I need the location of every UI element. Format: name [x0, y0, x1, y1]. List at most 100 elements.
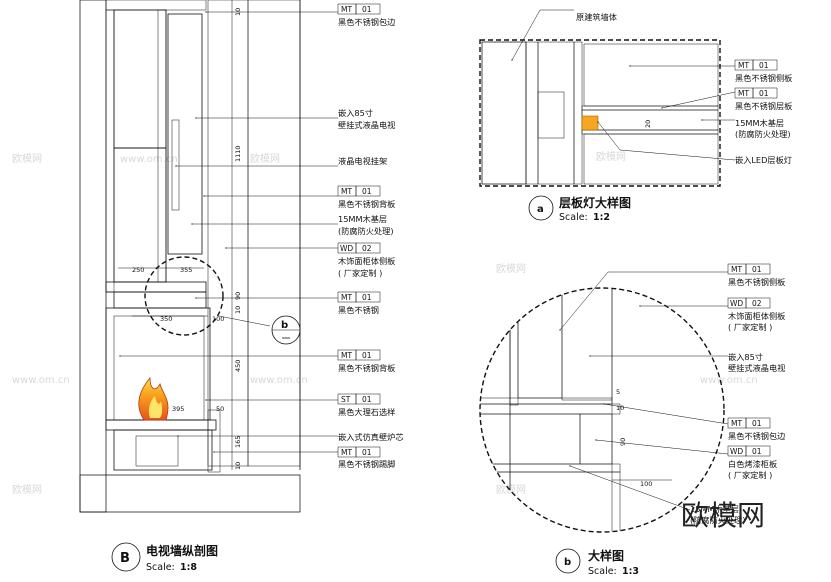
- led-strip-icon: [581, 115, 599, 131]
- tv-wall-section: [79, 0, 301, 513]
- detail-b-callout-circle: [144, 256, 224, 336]
- wood-base-layer: [537, 91, 565, 139]
- callout-label: 壁挂式液晶电视: [338, 120, 395, 130]
- section-marker: a: [537, 204, 544, 215]
- callout-num: 01: [759, 61, 769, 70]
- callout-num: 01: [362, 351, 372, 360]
- callout-num: 01: [362, 395, 372, 404]
- detail-b-reference: b: [271, 315, 301, 345]
- faint-watermark-logo: 欧模网: [12, 484, 42, 496]
- callout-label: 木饰面柜体侧板: [338, 256, 395, 266]
- callout-label: 壁挂式液晶电视: [728, 363, 785, 373]
- callout-num: 01: [362, 5, 372, 14]
- callout-code: MT: [731, 265, 742, 274]
- callout-label: 黑色不锈钢背板: [338, 363, 395, 373]
- scale-label: Scale:: [559, 212, 588, 223]
- dim-text: 100: [212, 315, 224, 323]
- scale-label: Scale:: [146, 562, 175, 573]
- callout-label: 黑色不锈钢包边: [728, 431, 785, 441]
- section-title: 电视墙纵剖图: [146, 543, 218, 558]
- callout-code: MT: [341, 448, 352, 457]
- watermark-logo: 欧模网: [681, 499, 765, 532]
- callout-label: 黑色不锈钢: [338, 305, 379, 315]
- faint-watermark-logo: 欧模网: [496, 263, 526, 275]
- dim-text: 395: [172, 405, 184, 413]
- callout-num: 01: [362, 448, 372, 457]
- tv-mount: [171, 119, 180, 211]
- callout-label: 木饰面柜体侧板: [728, 311, 785, 321]
- callout-label: 嵌入LED层板灯: [735, 155, 792, 165]
- fireplace-insert: [135, 435, 179, 467]
- callout-code: ST: [341, 395, 351, 404]
- callout-label: 黑色不锈钢侧板: [728, 277, 785, 287]
- callout-code: WD: [730, 447, 743, 456]
- dim-text: 450: [234, 360, 242, 372]
- callout-label: 嵌入85寸: [338, 108, 373, 118]
- callout-num: 02: [752, 299, 762, 308]
- callout-code: MT: [341, 351, 352, 360]
- section-marker: b: [564, 557, 571, 568]
- section-title: 层板灯大样图: [559, 195, 631, 210]
- tv-panel: [167, 13, 203, 255]
- callout-label: ( 厂家定制 ): [728, 470, 772, 480]
- callout-code: MT: [341, 187, 352, 196]
- dim-text: 90: [234, 292, 242, 300]
- faint-watermark-logo: 欧模网: [596, 151, 626, 163]
- section-title: 大样图: [588, 548, 624, 563]
- callout-num: 01: [362, 293, 372, 302]
- dim-text: 90: [619, 438, 627, 446]
- left-callouts: MT 01 黑色不锈钢包边 嵌入85寸 壁挂式液晶电视 液晶电视挂架 MT 01…: [119, 3, 404, 469]
- callout-label: 15MM木基层: [338, 214, 387, 224]
- faint-watermarks: 欧模网 www.om.cn 欧模网 www.om.cn www.om.cn 欧模…: [12, 151, 758, 496]
- callout-label: 嵌入式仿真壁炉芯: [338, 432, 404, 442]
- tv-panel: [517, 288, 563, 399]
- callout-num: 01: [752, 447, 762, 456]
- callout-label: 黑色不锈钢踢脚: [338, 459, 395, 469]
- dim-text: 10: [616, 404, 624, 412]
- detail-a-title-block: a 层板灯大样图 Scale: 1:2: [528, 195, 631, 223]
- marble-hearth: [105, 419, 217, 431]
- dim-text: 165: [234, 436, 242, 448]
- masonry-wall: [480, 288, 511, 532]
- wood-panel: [207, 0, 249, 467]
- dim-text: 50: [216, 405, 224, 413]
- callout-code: MT: [341, 293, 352, 302]
- callout-label: 黑色不锈钢层板: [735, 101, 792, 111]
- dim-text: 10: [234, 306, 242, 314]
- faint-watermark-url: www.om.cn: [250, 375, 308, 386]
- dim-text: 350: [160, 315, 172, 323]
- masonry-wall-left: [79, 0, 107, 513]
- callout-label: 液晶电视挂架: [338, 156, 387, 166]
- masonry-wall: [481, 41, 527, 185]
- callout-label: ( 厂家定制 ): [338, 268, 382, 278]
- scale-value: 1:3: [622, 566, 639, 577]
- callout-code: MT: [731, 419, 742, 428]
- dim-text: 10: [234, 462, 242, 470]
- callout-label: (防腐防火处理): [735, 129, 791, 139]
- callout-code: MT: [738, 89, 749, 98]
- callout-label: 黑色大理石选样: [338, 407, 395, 417]
- faint-watermark-logo: 欧模网: [250, 153, 280, 165]
- faint-watermark-url: www.om.cn: [120, 154, 178, 165]
- faint-watermark-url: www.om.cn: [12, 375, 70, 386]
- left-title-block: B 电视墙纵剖图 Scale: 1:8: [111, 542, 218, 573]
- detail-b-title-block: b 大样图 Scale: 1:3: [555, 548, 639, 577]
- faint-watermark-logo: 欧模网: [12, 153, 42, 165]
- callout-label: (防腐防火处理): [690, 515, 746, 525]
- callout-num: 02: [362, 244, 372, 253]
- detail-a-frame: [479, 39, 721, 187]
- scale-value: 1:2: [593, 212, 610, 223]
- callout-label: 黑色不锈钢包边: [338, 17, 395, 27]
- white-lacquer-board: [579, 413, 613, 465]
- section-marker: B: [120, 551, 130, 566]
- callout-label: 黑色不锈钢背板: [338, 199, 395, 209]
- callout-num: 01: [759, 89, 769, 98]
- dim-text: 355: [180, 266, 192, 274]
- steel-side-panel: [583, 43, 719, 107]
- dim-text: 250: [132, 266, 144, 274]
- callout-code: WD: [340, 244, 353, 253]
- detail-b-drawing: 5 10 90 100 MT 01 黑色不锈钢侧板 WD 02 木饰面柜体侧板 …: [479, 263, 785, 533]
- callout-label: 黑色不锈钢侧板: [735, 73, 792, 83]
- dim-text: 20: [644, 120, 652, 128]
